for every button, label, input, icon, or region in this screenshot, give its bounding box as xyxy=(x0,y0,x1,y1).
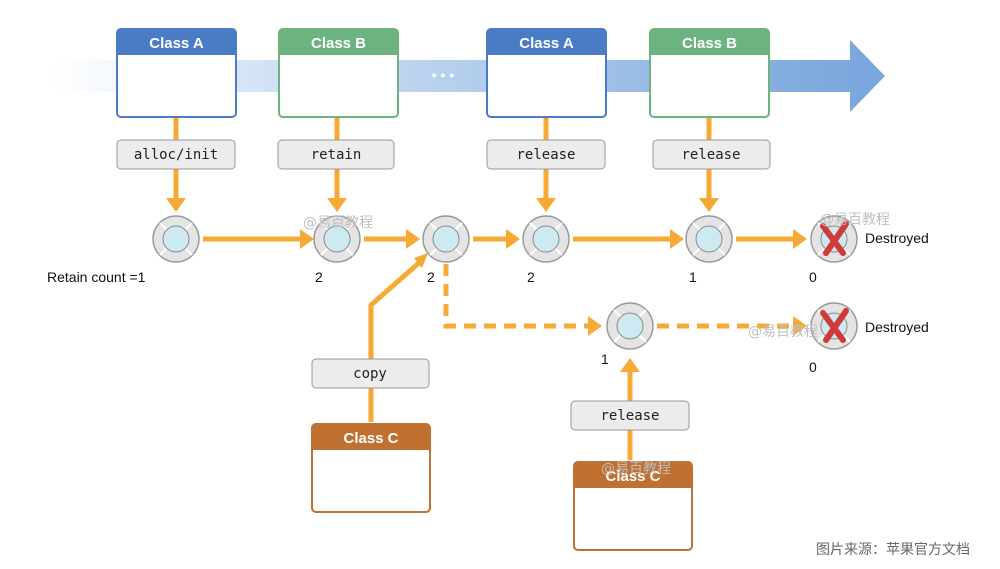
count-label-2b: 2 xyxy=(427,269,435,285)
op-alloc-label: alloc/init xyxy=(134,147,218,163)
op-alloc: alloc/init xyxy=(116,139,236,170)
op-retain: retain xyxy=(277,139,395,170)
op-copy: copy xyxy=(311,358,430,389)
count-label-2a: 2 xyxy=(315,269,323,285)
dashed-branch xyxy=(443,264,795,329)
destroyed-label-main: Destroyed xyxy=(865,230,929,246)
op-release-1: release xyxy=(486,139,606,170)
arrow-heads xyxy=(166,198,807,372)
source-note: 图片来源：苹果官方文档 xyxy=(816,542,970,558)
class-box-4-title: Class B xyxy=(682,35,737,52)
watermark: @易百教程 xyxy=(601,461,671,477)
destroyed-label-branch: Destroyed xyxy=(865,319,929,335)
class-box-1: Class A xyxy=(116,28,237,118)
class-box-1-title: Class A xyxy=(149,35,204,52)
count-nodes xyxy=(152,215,858,350)
node-destroyed-main xyxy=(810,215,858,263)
class-c-box-copy-title: Class C xyxy=(343,430,398,447)
op-release-2: release xyxy=(652,139,771,170)
class-box-2-title: Class B xyxy=(311,35,366,52)
count-label-2c: 2 xyxy=(527,269,535,285)
cross-mark-icon xyxy=(823,221,849,256)
op-retain-label: retain xyxy=(311,147,362,163)
op-copy-label: copy xyxy=(353,366,387,382)
watermark: @易百教程 xyxy=(303,215,373,231)
watermark: @易百教程 xyxy=(820,212,890,228)
node-destroyed-branch xyxy=(810,302,858,350)
class-box-3: Class A xyxy=(486,28,607,118)
class-box-2: Class B xyxy=(278,28,399,118)
count-label-first: Retain count =1 xyxy=(47,269,146,285)
op-release-3: release xyxy=(570,400,690,431)
class-box-4: Class B xyxy=(649,28,770,118)
node-release-1 xyxy=(522,215,570,263)
node-copy-source xyxy=(422,215,470,263)
node-release-2 xyxy=(685,215,733,263)
count-label-branch-0: 0 xyxy=(809,359,817,375)
watermark: @易百教程 xyxy=(748,324,818,340)
count-label-0: 0 xyxy=(809,269,817,285)
node-branch xyxy=(606,302,654,350)
class-c-box-copy: Class C xyxy=(311,423,431,513)
op-release-1-label: release xyxy=(516,147,575,163)
op-release-3-label: release xyxy=(600,408,659,424)
node-alloc xyxy=(152,215,200,263)
count-label-branch-1: 1 xyxy=(601,351,609,367)
class-c-box-release-title: Class C xyxy=(605,468,660,485)
class-c-box-release: Class C xyxy=(573,461,693,551)
count-label-1: 1 xyxy=(689,269,697,285)
node-retain xyxy=(313,215,361,263)
cross-mark-icon xyxy=(823,308,849,343)
class-box-3-title: Class A xyxy=(519,35,574,52)
timeline-ellipsis: • • • xyxy=(432,67,455,83)
op-release-2-label: release xyxy=(681,147,740,163)
